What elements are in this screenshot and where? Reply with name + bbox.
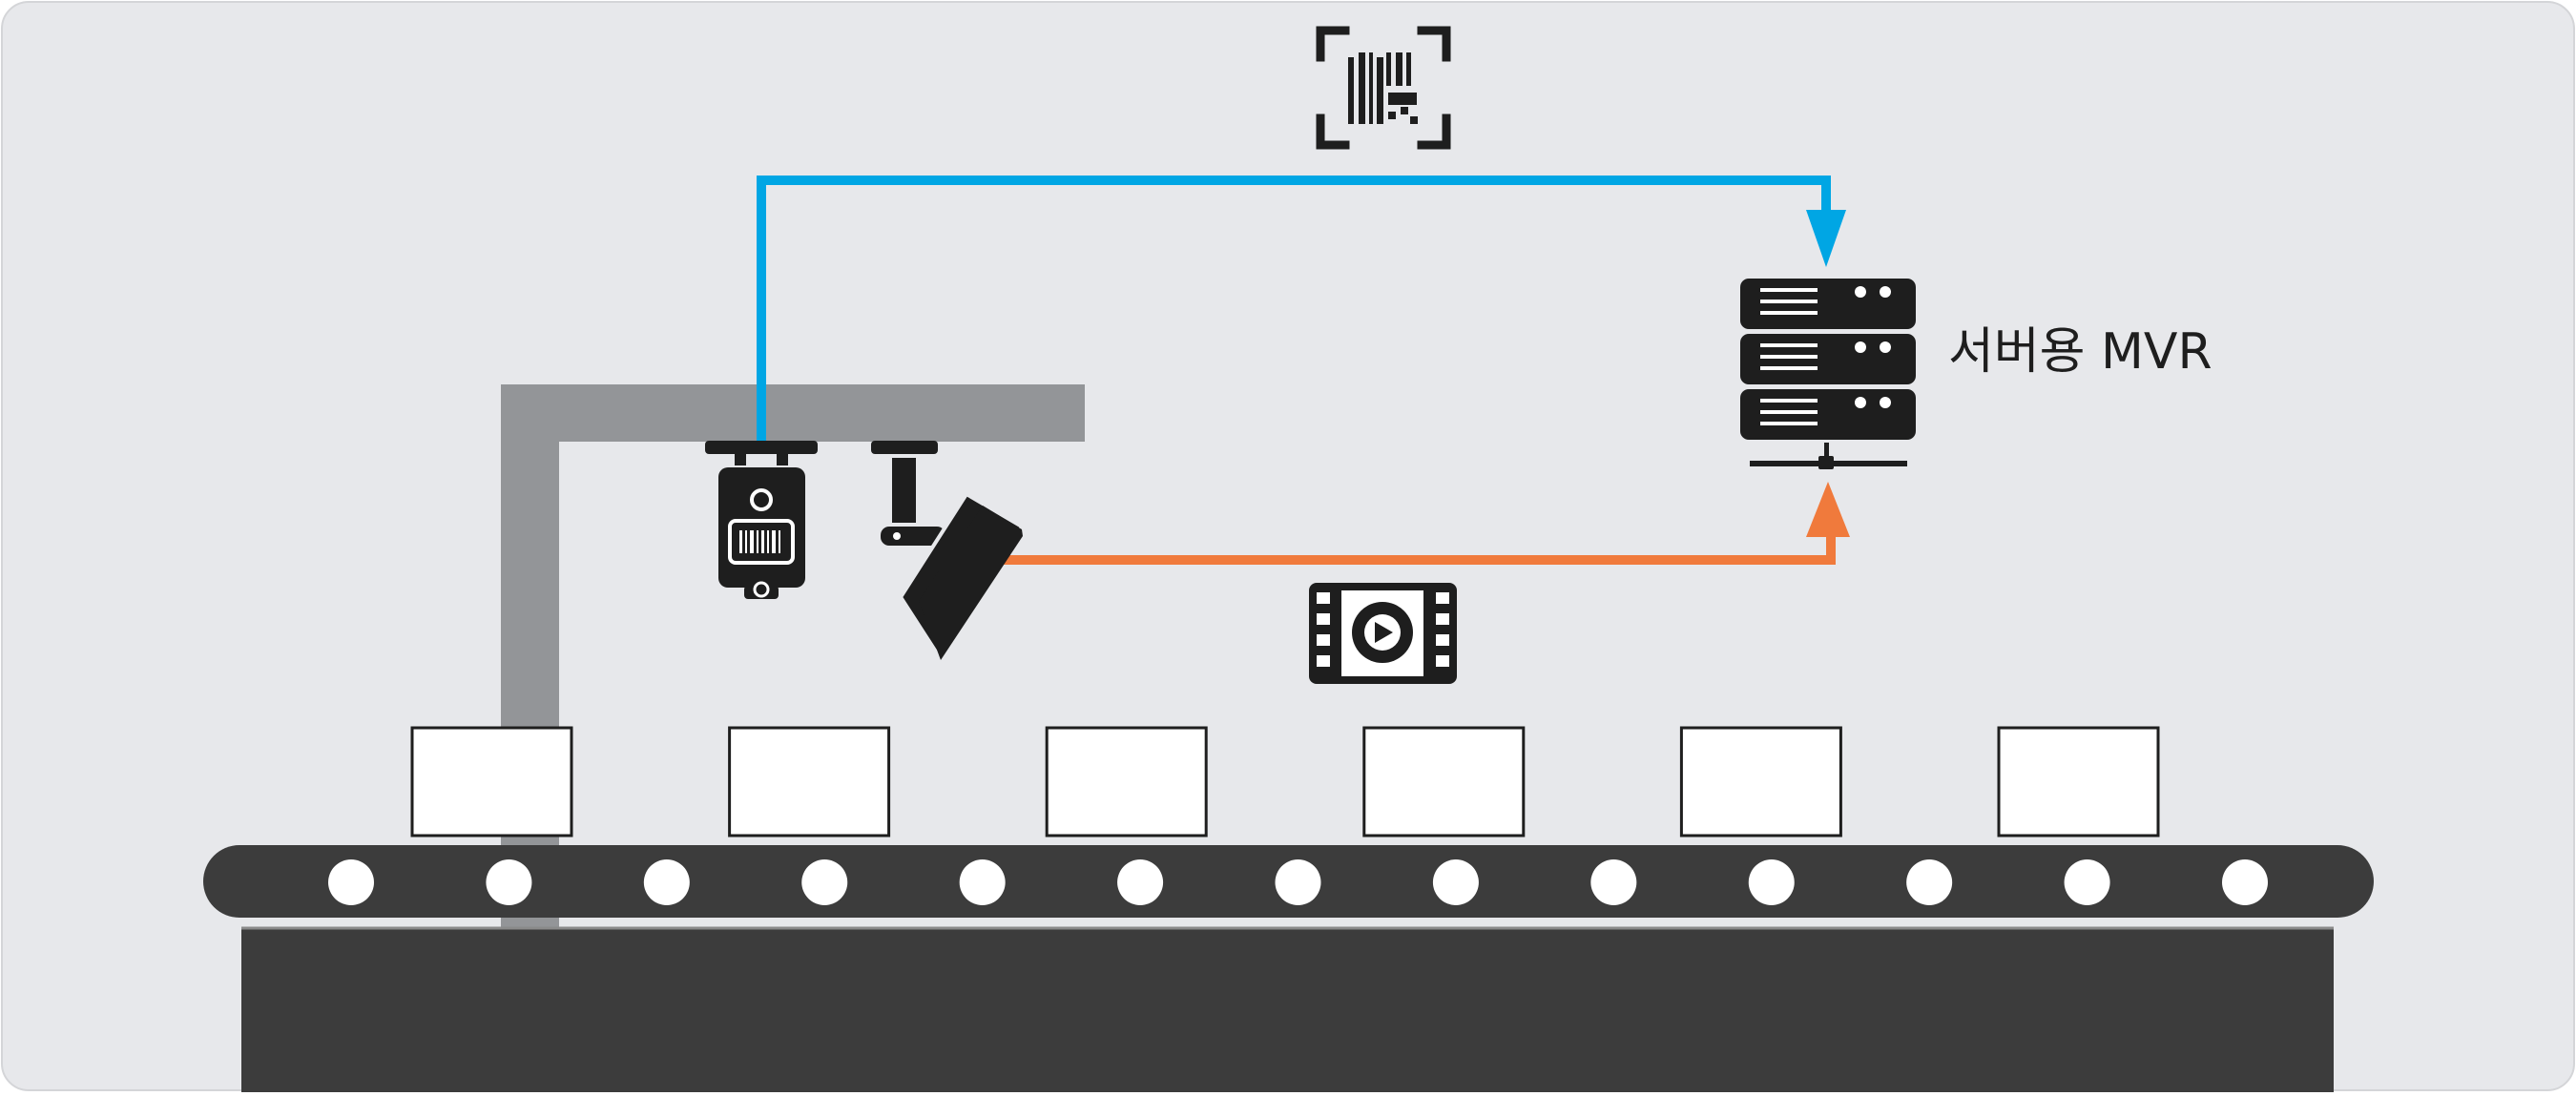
barcode-data-flow-arrowhead: [1806, 210, 1846, 267]
belt-roller: [1748, 859, 1795, 905]
server-unit: [1740, 279, 1916, 329]
belt-roller: [643, 859, 690, 905]
package-box: [1997, 726, 2160, 838]
belt-roller: [1275, 859, 1321, 905]
video-film-icon: [1309, 583, 1457, 684]
package-box: [410, 726, 573, 838]
security-camera-icon: [871, 441, 1025, 660]
server-unit: [1740, 389, 1916, 440]
barcode-scan-icon-bars: [1348, 52, 1418, 124]
server-unit: [1740, 334, 1916, 384]
belt-roller: [328, 859, 374, 905]
barcode-scanner-camera-icon: [705, 441, 818, 599]
belt-roller: [1117, 859, 1164, 905]
belt-roller: [2064, 859, 2110, 905]
belt-rollers: [328, 859, 2268, 905]
belt-roller: [1906, 859, 1953, 905]
server-rack-icon: [1740, 279, 1916, 469]
video-data-flow-arrowhead: [1806, 482, 1850, 537]
package-box: [728, 726, 891, 838]
belt-roller: [959, 859, 1006, 905]
belt-roller: [1432, 859, 1479, 905]
belt-roller: [801, 859, 848, 905]
package-box: [1362, 726, 1526, 838]
package-box: [1045, 726, 1208, 838]
package-box: [1679, 726, 1842, 838]
boxes-on-belt: [410, 726, 2160, 838]
barcode-scan-icon: [1316, 26, 1451, 150]
barcode-data-flow-line: [757, 176, 1831, 441]
server-mvr-label: 서버용 MVR: [1948, 323, 2212, 381]
conveyor-base: [241, 927, 2334, 1092]
belt-roller: [486, 859, 532, 905]
belt-roller: [1590, 859, 1637, 905]
video-data-flow-line: [1000, 532, 1836, 565]
belt-roller: [2222, 859, 2268, 905]
gantry-frame: [501, 384, 1085, 928]
